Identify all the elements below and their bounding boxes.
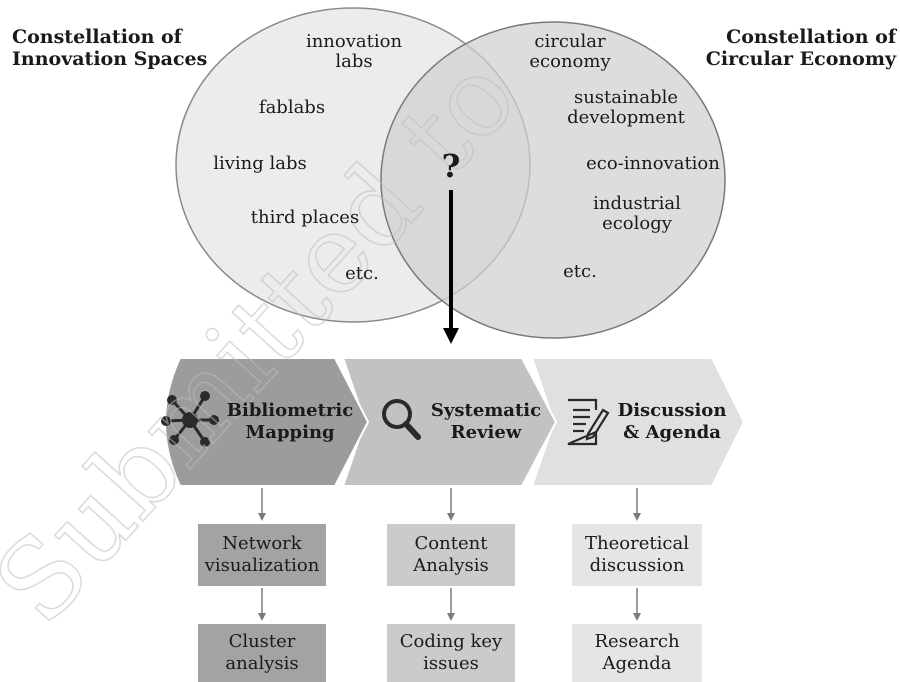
step-label-systematic-review: Systematic Review [424,400,548,444]
intersection-arrowhead [443,328,459,344]
term-innovation-labs: innovation labs [294,32,414,72]
title-line: Circular Economy [705,48,896,70]
title-line: Constellation of [726,26,896,48]
box-line: analysis [225,653,299,674]
term-etc-left: etc. [332,264,392,284]
box-line: visualization [204,555,320,576]
title-line: Innovation Spaces [12,48,208,70]
term-line: innovation [305,31,403,52]
step-label-bibliometric-mapping: Bibliometric Mapping [222,400,358,444]
term-fablabs: fablabs [242,98,342,118]
innovation-spaces-title: Constellation of Innovation Spaces [12,26,207,70]
box-line: Theoretical [585,533,689,554]
step-label-line: & Agenda [623,422,721,443]
term-circular-economy: circular economy [510,32,630,72]
term-line: fablabs [258,97,326,118]
step-label-line: Bibliometric [226,400,354,421]
term-sustainable-development: sustainable development [556,88,696,128]
term-line: labs [335,51,373,72]
term-line: third places [250,207,360,228]
title-line: Constellation of [12,26,182,48]
step-label-line: Mapping [245,422,335,443]
box-line: Agenda [602,653,672,674]
term-living-labs: living labs [200,154,320,174]
step-label-line: Discussion [617,400,727,421]
term-etc-right: etc. [550,262,610,282]
box-line: discussion [589,555,685,576]
step-label-line: Review [450,422,522,443]
step-chevron-bibliometric [164,357,370,487]
box-line: issues [423,653,479,674]
step-label-line: Systematic [430,400,542,421]
circular-economy-title: Constellation of Circular Economy [700,26,896,70]
term-line: eco-innovation [586,153,720,174]
term-line: sustainable [573,87,679,108]
box-line: Content [414,533,488,554]
box-line: Coding key [399,631,503,652]
document-edit-icon [567,398,610,446]
term-line: etc. [563,261,597,282]
box-line: Network [222,533,302,554]
term-line: economy [529,51,611,72]
connectors [258,488,641,621]
box-line: Analysis [413,555,489,576]
term-industrial-ecology: industrial ecology [572,194,702,234]
term-line: circular [534,31,606,52]
network-icon [161,391,219,447]
magnifier-icon [382,399,421,440]
box-line: Research [594,631,680,652]
term-third-places: third places [235,208,375,228]
step-label-discussion-agenda: Discussion & Agenda [612,400,732,444]
box-line: Cluster [228,631,296,652]
term-line: ecology [602,213,672,234]
circular-economy-circle [380,21,726,339]
term-eco-innovation: eco-innovation [578,154,728,174]
term-line: etc. [345,263,379,284]
term-line: industrial [593,193,681,214]
term-line: living labs [213,153,307,174]
term-line: development [567,107,685,128]
intersection-question-mark: ? [441,147,461,185]
